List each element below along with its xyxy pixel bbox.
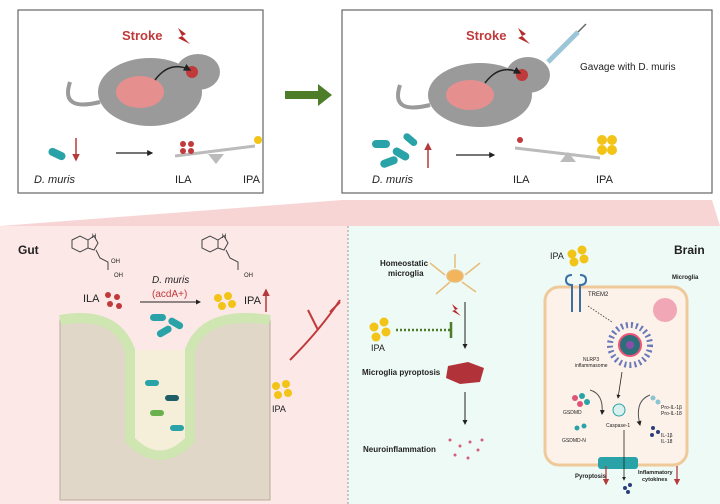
inhibition-line bbox=[587, 305, 613, 323]
lightning-icon bbox=[178, 28, 190, 44]
ila-label: ILA bbox=[513, 174, 530, 186]
ipa-dots bbox=[597, 135, 617, 155]
ipa-dots bbox=[214, 292, 236, 310]
gsdmd-n-icon bbox=[574, 423, 587, 431]
ila-dot bbox=[517, 137, 523, 143]
trem2-label: TREM2 bbox=[588, 292, 609, 298]
ipa-dots bbox=[369, 317, 391, 342]
lightning-icon bbox=[518, 28, 530, 44]
gsdmd-n-label: GSDMD-N bbox=[562, 438, 586, 444]
top-left-panel: Stroke D. muris ILA IPA bbox=[17, 9, 264, 194]
oh-label: OH bbox=[114, 273, 123, 279]
il-icon bbox=[650, 426, 660, 437]
bacterium-icon bbox=[48, 147, 66, 161]
nh-label: H bbox=[92, 234, 96, 240]
pro-il-icon bbox=[650, 395, 661, 405]
caspase-label: Caspase-1 bbox=[606, 423, 630, 429]
ipa-label: IPA bbox=[244, 295, 262, 307]
ipa-dots bbox=[272, 380, 292, 399]
seesaw bbox=[174, 144, 256, 158]
pro-il-label: Pro-IL-18 bbox=[661, 411, 682, 417]
ila-label: ILA bbox=[175, 174, 192, 186]
flow-arrow bbox=[616, 371, 623, 399]
pro-il-label: Pro-IL-1β bbox=[661, 405, 682, 411]
microglia-icon bbox=[429, 254, 481, 295]
brain-title: Brain bbox=[674, 243, 705, 257]
transition-arrow bbox=[285, 84, 332, 106]
nlrp3-label: NLRP3 bbox=[583, 357, 599, 363]
pyroptosis-label: Pyroptosis bbox=[575, 474, 607, 480]
bacteria-label: D. muris bbox=[372, 174, 413, 186]
oh-label: OH bbox=[244, 273, 253, 279]
seesaw bbox=[514, 146, 601, 160]
lightning-icon bbox=[452, 304, 461, 316]
bacteria-label: D. muris bbox=[34, 174, 75, 186]
nlrp3-inflammasome-icon bbox=[607, 322, 653, 368]
top-right-panel: Stroke Gavage with D. muris D. muris ILA… bbox=[341, 9, 713, 194]
ipa-label: IPA bbox=[371, 343, 385, 353]
ipa-label: IPA bbox=[243, 174, 261, 186]
stroke-label: Stroke bbox=[122, 28, 162, 43]
bacteria-cluster bbox=[145, 314, 184, 431]
gsdmd-label: GSDMD bbox=[563, 410, 582, 416]
ipa-structure bbox=[201, 235, 239, 270]
nh-label: H bbox=[222, 234, 226, 240]
pyroptosis-stage-label: Microglia pyroptosis bbox=[362, 368, 441, 377]
ipa-dots bbox=[567, 245, 589, 267]
bacteria-cluster bbox=[372, 133, 418, 168]
ila-label: ILA bbox=[83, 293, 100, 305]
enzyme-gene: (acdA+) bbox=[152, 289, 187, 300]
oh-label: OH bbox=[111, 259, 120, 265]
mouse-illustration bbox=[396, 57, 550, 127]
gsdmd-icon bbox=[572, 393, 590, 407]
stroke-label: Stroke bbox=[466, 28, 506, 43]
cytokines-label: Inflammatory bbox=[638, 470, 673, 476]
gut-section: Gut H OH OH ILA D. muris (acdA+) H OH IP… bbox=[18, 234, 341, 501]
caspase-icon bbox=[612, 403, 626, 417]
nlrp3-label: inflammasome bbox=[575, 363, 608, 369]
neuroinflammation-label: Neuroinflammation bbox=[363, 445, 436, 454]
trem2-receptor-icon bbox=[564, 274, 588, 312]
ipa-blood-label: IPA bbox=[272, 404, 286, 414]
cytokine-dots bbox=[623, 483, 632, 494]
cytokine-dots bbox=[448, 438, 484, 460]
enzyme-species: D. muris bbox=[152, 275, 189, 286]
ipa-dot bbox=[254, 136, 262, 144]
brain-section: Brain Homeostatic microglia IPA Microgli… bbox=[362, 243, 705, 494]
il-label: IL-18 bbox=[661, 439, 673, 445]
homeostatic-label: Homeostatic bbox=[380, 259, 429, 268]
ipa-label: IPA bbox=[596, 174, 614, 186]
mouse-illustration bbox=[66, 54, 220, 126]
cytokines-label: cytokines bbox=[642, 477, 667, 483]
ila-dots bbox=[105, 292, 122, 309]
gsdmd-pore-icon bbox=[598, 457, 638, 469]
gavage-label: Gavage with D. muris bbox=[580, 62, 676, 73]
gut-title: Gut bbox=[18, 243, 39, 257]
il-label: IL-1β bbox=[661, 433, 673, 439]
microglia-label: Microglia bbox=[672, 275, 699, 281]
ila-structure bbox=[71, 235, 109, 270]
ila-dots bbox=[180, 141, 194, 154]
pyroptotic-cell-icon bbox=[446, 362, 484, 384]
homeostatic-label: microglia bbox=[388, 269, 424, 278]
blood-vessel bbox=[289, 299, 341, 361]
syringe-icon bbox=[546, 23, 587, 64]
zoom-wedge bbox=[0, 200, 720, 226]
ipa-receptor-label: IPA bbox=[550, 251, 564, 261]
nucleus-icon bbox=[653, 298, 677, 322]
